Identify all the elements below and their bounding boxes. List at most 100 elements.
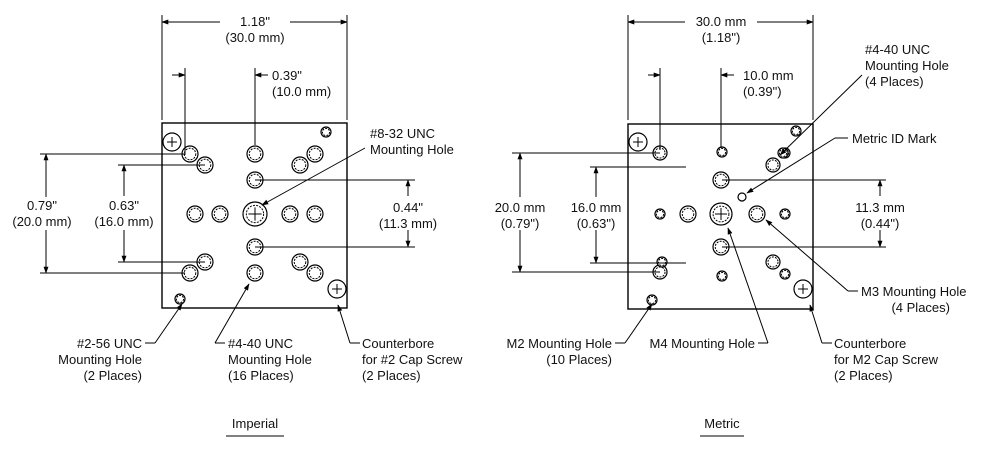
m3-mounting-hole-icon — [748, 205, 766, 223]
tapped-hole-icon — [211, 205, 229, 223]
imperial-small-hole-callout: #2-56 UNC Mounting Hole (2 Places) — [58, 303, 183, 383]
tapped-hole-icon — [306, 145, 324, 163]
metric-inner-v-label-1: 16.0 mm — [571, 200, 622, 215]
imperial-center-hole-label-1: #8-32 UNC — [370, 126, 435, 141]
imperial-width-dimension: 1.18" (30.0 mm) — [161, 14, 348, 120]
metric-m2-label-2: (10 Places) — [546, 352, 612, 367]
imperial-small-hole-label-3: (2 Places) — [83, 368, 142, 383]
tapped-hole-icon — [246, 145, 264, 163]
m2-mounting-hole-icon — [654, 208, 666, 220]
metric-view-title: Metric — [704, 416, 740, 431]
tapped-hole-icon — [291, 253, 309, 271]
metric-pitch-label-1: 10.0 mm — [743, 68, 794, 83]
imperial-outer-v-label-2: (20.0 mm) — [12, 214, 71, 229]
m2-mounting-hole-icon — [779, 268, 791, 280]
imperial-counterbore-label-3: (2 Places) — [362, 368, 421, 383]
imperial-view-title: Imperial — [232, 416, 278, 431]
counterbore-icon — [793, 279, 813, 299]
imperial-right-v-label-1: 0.44" — [393, 200, 423, 215]
imperial-right-vertical-dimension: 0.44" (11.3 mm) — [255, 179, 437, 248]
imperial-outer-vertical-dimension: 0.79" (20.0 mm) — [12, 153, 185, 274]
imperial-center-hole-callout: #8-32 UNC Mounting Hole — [261, 126, 454, 206]
metric-id-mark-icon — [737, 192, 747, 202]
imperial-grid-hole-callout: #4-40 UNC Mounting Hole (16 Places) — [214, 283, 312, 383]
m4-mounting-hole-icon — [709, 202, 733, 226]
imperial-pitch-label-1: 0.39" — [272, 68, 302, 83]
center-mounting-hole-icon — [242, 201, 268, 227]
m2-mounting-hole-icon — [656, 256, 668, 268]
metric-outer-v-label-2: (0.79") — [501, 216, 540, 231]
tapped-hole-icon — [186, 205, 204, 223]
imperial-counterbore-label-1: Counterbore — [362, 336, 434, 351]
metric-id-mark-label: Metric ID Mark — [852, 131, 937, 146]
m2-mounting-hole-icon — [777, 147, 789, 159]
unc-tapped-hole-icon — [765, 157, 781, 173]
counterbore-icon — [628, 132, 648, 152]
metric-m4-hole-callout: M4 Mounting Hole — [650, 227, 769, 351]
imperial-pitch-label-2: (10.0 mm) — [272, 84, 331, 99]
unc-tapped-hole-icon — [765, 254, 781, 270]
metric-counterbore-label-1: Counterbore — [834, 336, 906, 351]
m2-mounting-hole-icon — [716, 146, 728, 158]
imperial-width-label-2: (30.0 mm) — [225, 30, 284, 45]
metric-outer-vertical-dimension: 20.0 mm (0.79") — [495, 152, 660, 273]
imperial-inner-v-label-1: 0.63" — [109, 198, 139, 213]
tapped-hole-icon — [281, 205, 299, 223]
metric-id-mark-callout: Metric ID Mark — [746, 131, 937, 194]
imperial-inner-v-label-2: (16.0 mm) — [94, 214, 153, 229]
metric-unc-hole-label-3: (4 Places) — [865, 74, 924, 89]
imperial-counterbore-label-2: for #2 Cap Screw — [362, 352, 463, 367]
metric-outer-v-label-1: 20.0 mm — [495, 200, 546, 215]
metric-counterbore-label-3: (2 Places) — [834, 368, 893, 383]
m3-mounting-hole-icon — [712, 238, 730, 256]
metric-right-v-label-2: (0.44") — [861, 216, 900, 231]
small-tapped-hole-icon — [320, 126, 332, 138]
metric-inner-v-label-2: (0.63") — [577, 216, 616, 231]
counterbore-icon — [327, 279, 347, 299]
metric-unc-hole-label-2: Mounting Hole — [865, 58, 949, 73]
metric-m2-hole-callout: M2 Mounting Hole (10 Places) — [507, 303, 653, 367]
metric-width-label-1: 30.0 mm — [696, 14, 747, 29]
m3-mounting-hole-icon — [679, 205, 697, 223]
tapped-hole-icon — [306, 264, 324, 282]
imperial-grid-hole-label-2: Mounting Hole — [228, 352, 312, 367]
imperial-width-label-1: 1.18" — [240, 14, 270, 29]
metric-unc-hole-callout: #4-40 UNC Mounting Hole (4 Places) — [779, 42, 949, 156]
metric-m2-label-1: M2 Mounting Hole — [507, 336, 613, 351]
metric-right-v-label-1: 11.3 mm — [855, 200, 905, 215]
metric-inner-vertical-dimension: 16.0 mm (0.63") — [571, 166, 686, 264]
tapped-hole-icon — [291, 156, 309, 174]
metric-m3-label-1: M3 Mounting Hole — [861, 284, 967, 299]
imperial-outer-v-label-1: 0.79" — [27, 198, 57, 213]
imperial-right-v-label-2: (11.3 mm) — [379, 216, 437, 231]
counterbore-icon — [162, 132, 182, 152]
imperial-small-hole-label-2: Mounting Hole — [58, 352, 142, 367]
imperial-inner-vertical-dimension: 0.63" (16.0 mm) — [94, 164, 205, 263]
imperial-pitch-dimension: 0.39" (10.0 mm) — [172, 68, 331, 155]
imperial-center-hole-label-2: Mounting Hole — [370, 142, 454, 157]
metric-m4-label: M4 Mounting Hole — [650, 336, 756, 351]
metric-pitch-label-2: (0.39") — [743, 84, 782, 99]
tapped-hole-icon — [306, 205, 324, 223]
imperial-small-hole-label-1: #2-56 UNC — [77, 336, 142, 351]
metric-right-vertical-dimension: 11.3 mm (0.44") — [722, 179, 905, 248]
tapped-hole-icon — [246, 264, 264, 282]
m2-mounting-hole-icon — [779, 208, 791, 220]
metric-m3-hole-callout: M3 Mounting Hole (4 Places) — [765, 219, 967, 315]
metric-unc-hole-label-1: #4-40 UNC — [865, 42, 930, 57]
metric-pitch-dimension: 10.0 mm (0.39") — [648, 68, 794, 150]
imperial-grid-hole-label-3: (16 Places) — [228, 368, 294, 383]
metric-m3-label-2: (4 Places) — [891, 300, 950, 315]
metric-counterbore-callout: Counterbore for M2 Cap Screw (2 Places) — [809, 304, 939, 383]
imperial-holes — [162, 126, 347, 305]
imperial-view: 1.18" (30.0 mm) 0.39" (10.0 mm) 0.79" (2… — [12, 14, 463, 437]
imperial-grid-hole-label-1: #4-40 UNC — [228, 336, 293, 351]
m2-mounting-hole-icon — [646, 294, 658, 306]
m2-mounting-hole-icon — [790, 125, 802, 137]
small-tapped-hole-icon — [174, 293, 186, 305]
metric-view: 30.0 mm (1.18") 10.0 mm (0.39") 20.0 mm … — [495, 14, 967, 437]
metric-width-label-2: (1.18") — [702, 30, 741, 45]
metric-counterbore-label-2: for M2 Cap Screw — [834, 352, 939, 367]
m2-mounting-hole-icon — [716, 270, 728, 282]
